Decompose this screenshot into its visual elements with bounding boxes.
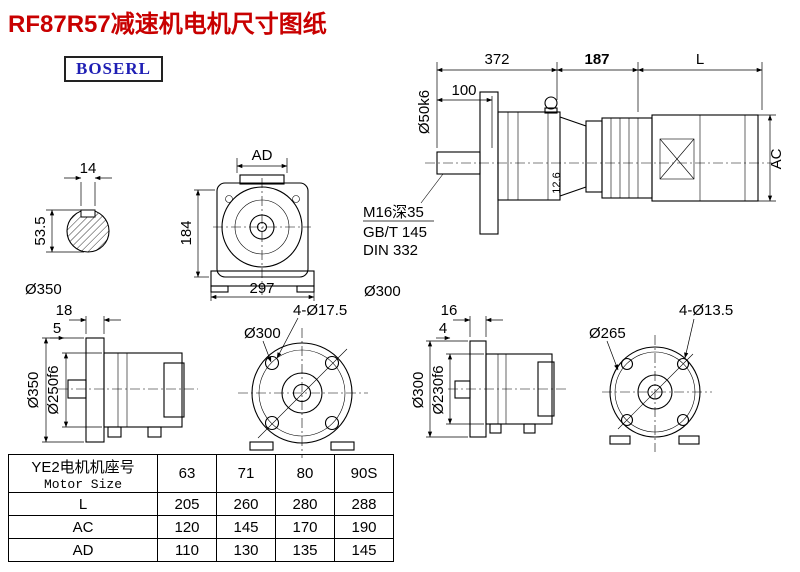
bolt-holes-right-label: 4-Ø13.5 — [679, 302, 733, 319]
lifting-eyebolt — [544, 96, 558, 110]
bolt-circle-right-label: Ø265 — [589, 325, 626, 342]
bolt-circle-left-label: Ø300 — [244, 325, 281, 342]
flange-dia-callout: Ø300 — [364, 283, 401, 300]
dim-AD-label: AD — [252, 147, 273, 164]
key-height-label: 53.5 — [32, 216, 49, 245]
motor-size-table: YE2电机机座号 Motor Size 63 71 80 90S L 205 2… — [8, 454, 394, 562]
dim-297-label: 297 — [249, 280, 274, 297]
cell-AD-71: 130 — [216, 538, 276, 562]
size-col-71: 71 — [216, 454, 276, 493]
cell-AD-80: 135 — [275, 538, 335, 562]
cell-L-90S: 288 — [334, 492, 394, 516]
row-label-AC: AC — [8, 515, 158, 539]
dim-187-label: 187 — [584, 51, 609, 68]
size-col-63: 63 — [157, 454, 217, 493]
size-col-90S: 90S — [334, 454, 394, 493]
header-en: Motor Size — [43, 476, 122, 492]
dim-16-label: 16 — [441, 302, 458, 319]
dim-184-label: 184 — [178, 220, 195, 245]
gearbox-front-view: AD 184 297 — [178, 147, 315, 301]
shaft-section-view: 14 53.5 Ø350 — [25, 160, 112, 298]
bolt-holes-left-label: 4-Ø17.5 — [293, 302, 347, 319]
dia-350-label: Ø350 — [25, 372, 42, 409]
cell-AC-71: 145 — [216, 515, 276, 539]
key-width-label: 14 — [80, 160, 97, 177]
dim-12-6-label: 12.6 — [551, 172, 563, 193]
row-label-L: L — [8, 492, 158, 516]
motor-size-header-cell: YE2电机机座号 Motor Size — [8, 454, 158, 493]
page-title: RF87R57减速机电机尺寸图纸 — [8, 11, 327, 38]
table-row-AD: AD 110 130 135 145 — [8, 538, 394, 562]
dia-230f6-label: Ø230f6 — [430, 365, 447, 414]
keyway — [80, 209, 96, 218]
dim-372-label: 372 — [484, 51, 509, 68]
thread-callout-label: M16深35 — [363, 204, 424, 221]
dim-100-label: 100 — [451, 82, 476, 99]
dia-250f6-label: Ø250f6 — [45, 365, 62, 414]
dim-5-label: 5 — [53, 320, 61, 337]
standard-din-label: DIN 332 — [363, 242, 418, 259]
dim-AC-label: AC — [768, 148, 785, 169]
table-row-L: L 205 260 280 288 — [8, 492, 394, 516]
dia-300-label: Ø300 — [410, 372, 427, 409]
size-col-80: 80 — [275, 454, 335, 493]
cell-AC-80: 170 — [275, 515, 335, 539]
disc-dia-label: Ø350 — [25, 281, 62, 298]
shaft-dia-label: Ø50k6 — [416, 90, 433, 134]
cell-L-71: 260 — [216, 492, 276, 516]
header-cn: YE2电机机座号 — [31, 458, 135, 476]
standard-gb-label: GB/T 145 — [363, 224, 427, 241]
output-flange-right-views: 16 4 Ø300 Ø230f6 4-Ø13.5 Ø265 — [410, 302, 733, 452]
cell-L-80: 280 — [275, 492, 335, 516]
cell-AD-63: 110 — [157, 538, 217, 562]
brand-logo: BOSERL — [64, 56, 163, 82]
cell-AC-90S: 190 — [334, 515, 394, 539]
cell-AC-63: 120 — [157, 515, 217, 539]
cell-AD-90S: 145 — [334, 538, 394, 562]
cell-L-63: 205 — [157, 492, 217, 516]
table-header-row: YE2电机机座号 Motor Size 63 71 80 90S — [8, 454, 394, 493]
assembly-side-view: 372 187 L 100 Ø50k6 AC 12.6 M16深35 GB/T … — [363, 51, 785, 259]
row-label-AD: AD — [8, 538, 158, 562]
output-flange-left-views: 18 5 Ø350 Ø250f6 4-Ø17.5 Ø300 — [25, 302, 368, 458]
dim-L-label: L — [696, 51, 704, 68]
table-row-AC: AC 120 145 170 190 — [8, 515, 394, 539]
dim-4-label: 4 — [439, 320, 447, 337]
dim-18-label: 18 — [56, 302, 73, 319]
